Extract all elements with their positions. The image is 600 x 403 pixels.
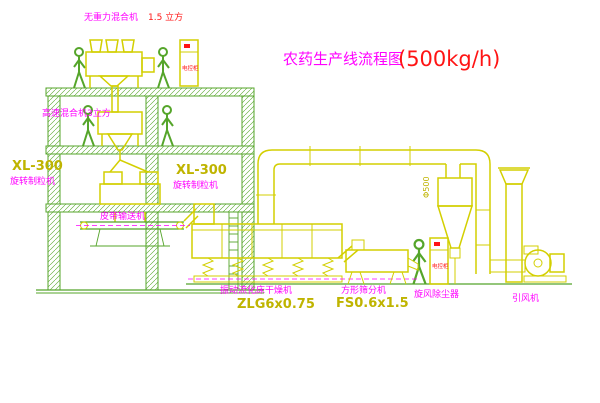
exhaust-duct: Φ500 xyxy=(256,146,491,274)
dryer-name-label: 振动流化床干燥机 xyxy=(220,284,292,296)
exhaust-stack xyxy=(489,167,530,283)
mixer-top-name-label: 无重力混合机 xyxy=(84,11,138,23)
rotary-granulator xyxy=(99,171,161,222)
conveyor-label: 皮带输送机 xyxy=(100,210,145,222)
granulator-left-name: 旋转制粒机 xyxy=(10,175,55,187)
induced-draft-fan xyxy=(523,245,567,283)
labels: 无重力混合机 1.5 立方 农药生产线流程图 (500kg/h) 高速混合机3立… xyxy=(10,11,539,312)
fan-label: 引风机 xyxy=(512,292,539,304)
cyclone-dust-collector xyxy=(436,177,474,284)
control-cabinet-top: 电控柜 xyxy=(179,39,199,87)
cyclone-label: 旋风除尘器 xyxy=(414,288,459,300)
sieve-model-label: FS0.6x1.5 xyxy=(336,296,409,311)
person-mid-right xyxy=(161,105,174,147)
sieve-name-label: 方形筛分机 xyxy=(341,284,386,296)
granulator-mid-model: XL-300 xyxy=(176,163,227,178)
cabinet-top-label: 电控柜 xyxy=(182,64,199,72)
control-cabinet-right: 电控柜 xyxy=(429,237,449,285)
person-top-left xyxy=(73,47,86,89)
diagram-capacity: (500kg/h) xyxy=(398,47,500,71)
dryer-model-label: ZLG6x0.75 xyxy=(237,297,315,312)
cabinet-right-label: 电控柜 xyxy=(432,262,449,270)
high-speed-mixer xyxy=(97,111,149,173)
duct-diameter-label: Φ500 xyxy=(422,176,431,198)
mixer-top-size-label: 1.5 立方 xyxy=(148,11,183,23)
mixer-mid-label: 高速混合机3立方 xyxy=(42,107,111,119)
platform-structure xyxy=(36,87,572,294)
granulator-left-model: XL-300 xyxy=(12,159,63,174)
fluid-bed-dryer xyxy=(188,203,420,283)
diagram-title: 农药生产线流程图 xyxy=(283,50,403,68)
belt-conveyor xyxy=(76,208,199,247)
person-top-right xyxy=(157,47,170,89)
square-sieve xyxy=(345,239,419,285)
granulator-mid-name: 旋转制粒机 xyxy=(173,179,218,191)
gravity-free-mixer xyxy=(85,39,155,113)
